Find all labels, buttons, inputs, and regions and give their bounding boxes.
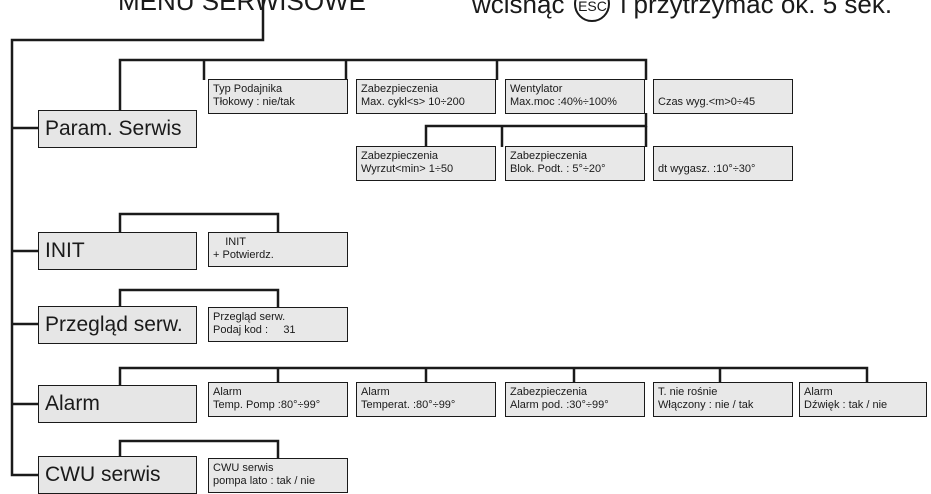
menu-init[interactable]: INIT (38, 232, 197, 270)
header-connector (10, 0, 265, 477)
instruction-text-2: i przytrzymać ok. 5 sek. (620, 0, 893, 19)
submenu-blok-podt[interactable]: Zabezpieczenia Blok. Podt. : 5°÷20° (505, 146, 645, 181)
alarm-bus (118, 366, 869, 385)
init-bus (118, 212, 280, 233)
submenu-alarm-pod[interactable]: Zabezpieczenia Alarm pod. :30°÷99° (505, 382, 645, 417)
submenu-alarm-temp-pomp[interactable]: Alarm Temp. Pomp :80°÷99° (208, 382, 348, 417)
instruction-text-1: wciśnąć (472, 0, 565, 19)
menu-alarm[interactable]: Alarm (38, 385, 197, 423)
service-menu-title: MENU SERWISOWE (118, 0, 366, 16)
submenu-wentylator[interactable]: Wentylator Max.moc :40%÷100% (505, 79, 645, 114)
submenu-init-confirm[interactable]: INIT + Potwierdz. (208, 232, 348, 267)
menu-cwu-serwis[interactable]: CWU serwis (38, 456, 197, 494)
menu-param-serwis[interactable]: Param. Serwis (38, 110, 197, 148)
submenu-alarm-dzwiek[interactable]: Alarm Dźwięk : tak / nie (799, 382, 927, 417)
menu-przeglad-serw[interactable]: Przegląd serw. (38, 306, 197, 344)
submenu-max-cykl[interactable]: Zabezpieczenia Max. cykl<s> 10÷200 (356, 79, 496, 114)
submenu-cwu-pompa-lato[interactable]: CWU serwis pompa lato : tak / nie (208, 458, 348, 493)
przeglad-bus (118, 288, 280, 308)
submenu-dt-wygasz[interactable]: dt wygasz. :10°÷30° (653, 146, 793, 181)
submenu-alarm-temperat[interactable]: Alarm Temperat. :80°÷99° (356, 382, 496, 417)
submenu-przeglad-kod[interactable]: Przegląd serw. Podaj kod : 31 (208, 307, 348, 342)
param-bus-top (118, 58, 648, 110)
submenu-wyrzut[interactable]: Zabezpieczenia Wyrzut<min> 1÷50 (356, 146, 496, 181)
submenu-t-nie-rosnie[interactable]: T. nie rośnie Włączony : nie / tak (653, 382, 793, 417)
esc-instruction: wciśnąć ESC i przytrzymać ok. 5 sek. (472, 0, 892, 22)
submenu-typ-podajnika[interactable]: Typ Podajnika Tłokowy : nie/tak (208, 79, 348, 114)
cwu-bus (118, 439, 280, 458)
param-bus-bottom (424, 113, 648, 147)
esc-key-icon: ESC (574, 0, 611, 22)
submenu-czas-wyg[interactable]: Czas wyg.<m>0÷45 (653, 79, 793, 114)
